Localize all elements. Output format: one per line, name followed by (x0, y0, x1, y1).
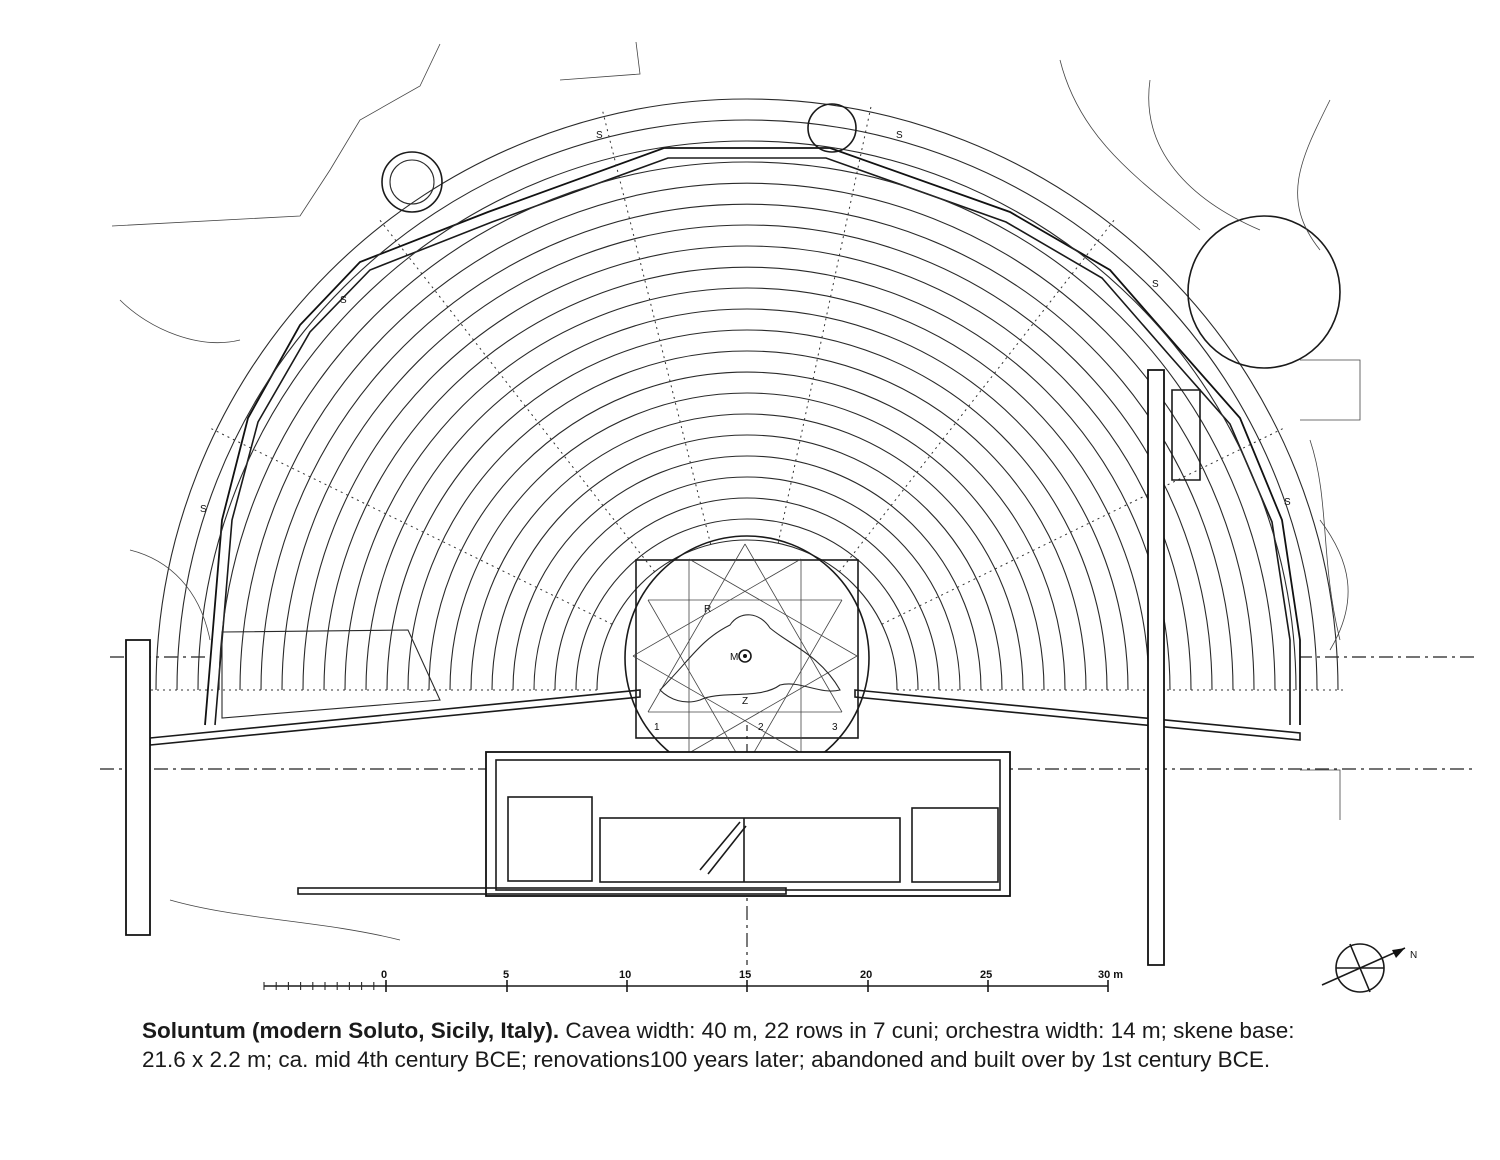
seating-row (176, 119, 1318, 691)
seating-row (218, 161, 1276, 691)
seating-row (344, 287, 1150, 691)
seating-row (533, 476, 961, 691)
plan-mark: S (200, 504, 207, 515)
seating-row (575, 518, 919, 691)
star-line (647, 543, 746, 713)
seating-row (428, 371, 1066, 691)
plan-mark: R (704, 604, 711, 615)
scale-tick-label: 25 (980, 969, 992, 981)
seating-row (449, 392, 1045, 691)
plan-mark: 3 (832, 722, 838, 733)
seating-row (596, 539, 898, 691)
star-line (744, 543, 843, 713)
seating-row (365, 308, 1129, 691)
scale-tick-label: 30 m (1098, 969, 1123, 981)
plan-mark: S (1152, 279, 1159, 290)
plan-mark: 2 (758, 722, 764, 733)
star-line (632, 655, 802, 754)
scale-tick-label: 15 (739, 969, 751, 981)
plan-mark: 1 (654, 722, 660, 733)
theatre-plan-drawing: S S S S S S R M Z 1 2 3 0 5 10 15 20 25 … (100, 41, 1475, 993)
scale-tick-label: 10 (619, 969, 631, 981)
seating-rows (155, 98, 1339, 691)
cistern-right-large (1187, 215, 1341, 369)
plan-mark: M (730, 652, 738, 663)
plan-marks: S S S S S S R M Z 1 2 3 (200, 130, 1291, 733)
plan-mark: S (596, 130, 603, 141)
scale-bar: 0 5 10 15 20 25 30 m (263, 969, 1123, 992)
compass-north-label: N (1410, 950, 1417, 961)
orchestra-rubble-outline (659, 614, 841, 703)
seating-row (491, 434, 1003, 691)
star-line (688, 558, 858, 657)
plan-mark: S (340, 295, 347, 306)
seating-row (197, 140, 1297, 691)
scale-tick-label: 0 (381, 969, 387, 981)
seating-row (302, 245, 1192, 691)
seating-row (554, 497, 940, 691)
seating-row (407, 350, 1087, 691)
caption-text: Cavea width: 40 m, 22 rows in 7 cuni; or… (142, 1018, 1295, 1072)
right-side-wall (1147, 369, 1165, 966)
orchestra-construction-star (632, 543, 858, 769)
figure-caption: Soluntum (modern Soluto, Sicily, Italy).… (142, 1016, 1302, 1074)
cistern-left-inner (389, 159, 435, 205)
orchestra-center-dot (743, 654, 747, 658)
plan-mark: Z (742, 696, 748, 707)
scale-tick-label: 20 (860, 969, 872, 981)
star-line (647, 599, 746, 769)
seating-row (512, 455, 982, 691)
compass-icon: N (1321, 943, 1417, 993)
cistern-left (381, 151, 443, 213)
right-side-wall-2 (1171, 389, 1201, 481)
cistern-center (807, 103, 857, 153)
left-retaining-block (221, 629, 441, 719)
plan-mark: S (1284, 497, 1291, 508)
star-line (688, 655, 858, 754)
seating-row (155, 98, 1339, 691)
seating-row (470, 413, 1024, 691)
terrain-contours (111, 41, 1361, 941)
scale-tick-label: 5 (503, 969, 509, 981)
plan-mark: S (896, 130, 903, 141)
seating-row (260, 203, 1234, 691)
orchestra-square (635, 559, 859, 739)
caption-title: Soluntum (modern Soluto, Sicily, Italy). (142, 1018, 560, 1043)
seating-row (323, 266, 1171, 691)
seating-row (386, 329, 1108, 691)
orchestra-center-mark (738, 649, 752, 663)
star-line (632, 558, 802, 657)
skene-building (297, 751, 1011, 897)
seating-row (239, 182, 1255, 691)
left-side-wall (125, 639, 151, 936)
